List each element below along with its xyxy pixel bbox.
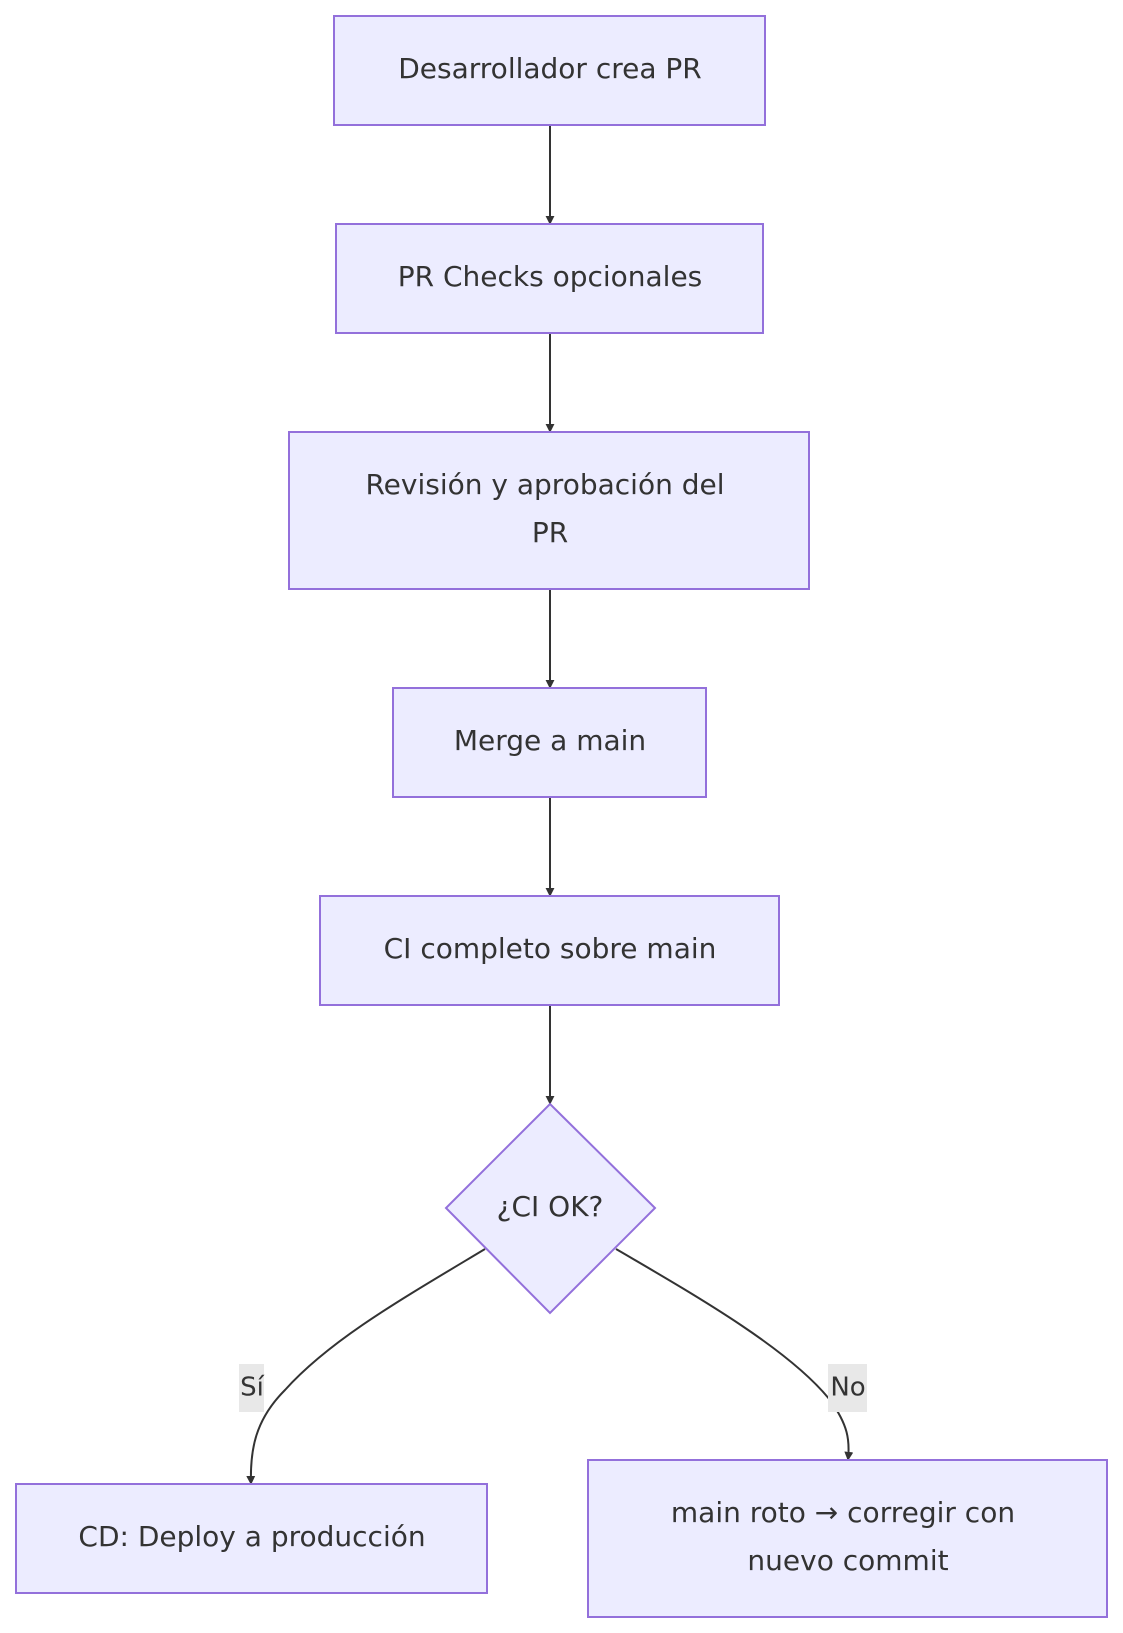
edge-label-no-text: No xyxy=(830,1373,865,1403)
node-decision-diamond xyxy=(444,1102,657,1315)
node-pr-checks: PR Checks opcionales xyxy=(335,223,764,334)
edge-label-yes-text: Sí xyxy=(240,1373,265,1403)
node-start-label: Desarrollador crea PR xyxy=(398,52,702,85)
node-review-label-line-2: PR xyxy=(532,516,568,549)
node-start: Desarrollador crea PR xyxy=(333,15,766,126)
node-deploy-box xyxy=(15,1483,488,1594)
node-fix-label-line-1: main roto → corregir con xyxy=(671,1496,1015,1529)
node-ci-main: CI completo sobre main xyxy=(319,895,780,1006)
node-fix: main roto → corregir con nuevo commit xyxy=(587,1459,1108,1618)
node-fix-label-line-2: nuevo commit xyxy=(747,1544,948,1577)
edge-decision-no xyxy=(615,1248,854,1461)
node-review-box xyxy=(288,431,810,590)
edge-label-no-bg xyxy=(828,1364,867,1412)
node-ci-main-label: CI completo sobre main xyxy=(384,932,717,965)
edge-label-yes: Sí xyxy=(239,1364,265,1412)
node-decision: ¿CI OK? xyxy=(444,1102,657,1315)
node-start-box xyxy=(333,15,766,126)
node-deploy: CD: Deploy a producción xyxy=(15,1483,488,1594)
node-merge-box xyxy=(392,687,707,798)
node-merge: Merge a main xyxy=(392,687,707,798)
node-merge-label: Merge a main xyxy=(454,724,646,757)
node-pr-checks-box xyxy=(335,223,764,334)
node-ci-main-box xyxy=(319,895,780,1006)
edge-label-yes-bg xyxy=(239,1364,264,1412)
node-deploy-label: CD: Deploy a producción xyxy=(78,1520,425,1553)
node-review-label-line-1: Revisión y aprobación del xyxy=(365,468,724,501)
node-fix-box xyxy=(587,1459,1108,1618)
edges xyxy=(246,125,854,1485)
node-decision-label: ¿CI OK? xyxy=(497,1190,604,1223)
node-pr-checks-label: PR Checks opcionales xyxy=(398,260,703,293)
edge-label-no: No xyxy=(828,1364,867,1412)
node-review: Revisión y aprobación del PR xyxy=(288,431,810,590)
edge-decision-yes xyxy=(246,1248,486,1485)
